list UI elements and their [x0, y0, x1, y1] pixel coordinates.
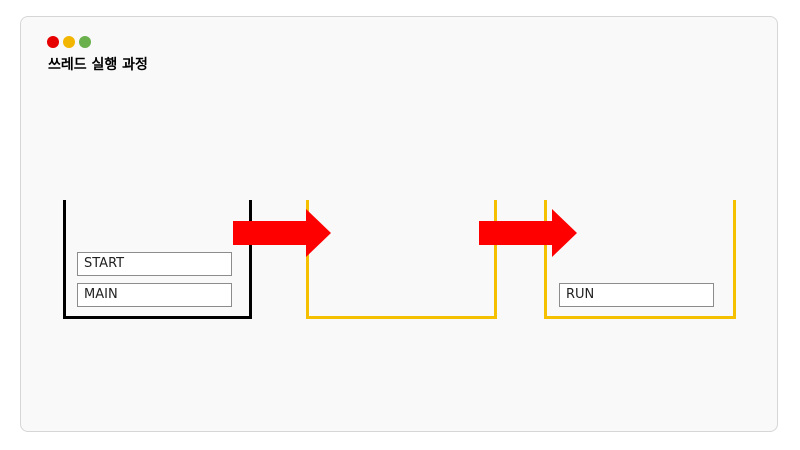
right-arrow-icon: [233, 209, 331, 257]
right-arrow-icon: [479, 209, 577, 257]
stack-new-thread-empty: [306, 200, 497, 319]
stack-frame-run: RUN: [559, 283, 714, 307]
stack-frame-main: MAIN: [77, 283, 232, 307]
window-card: 쓰레드 실행 과정 START MAIN RUN: [20, 16, 778, 432]
diagram-title: 쓰레드 실행 과정: [48, 57, 148, 73]
close-dot-icon[interactable]: [47, 36, 59, 48]
stack-frame-start: START: [77, 252, 232, 276]
arrow-2-shape: [479, 209, 577, 257]
stack-main-thread: [63, 200, 252, 319]
minimize-dot-icon[interactable]: [63, 36, 75, 48]
maximize-dot-icon[interactable]: [79, 36, 91, 48]
stack-new-thread-run: [544, 200, 736, 319]
arrow-1-shape: [233, 209, 331, 257]
